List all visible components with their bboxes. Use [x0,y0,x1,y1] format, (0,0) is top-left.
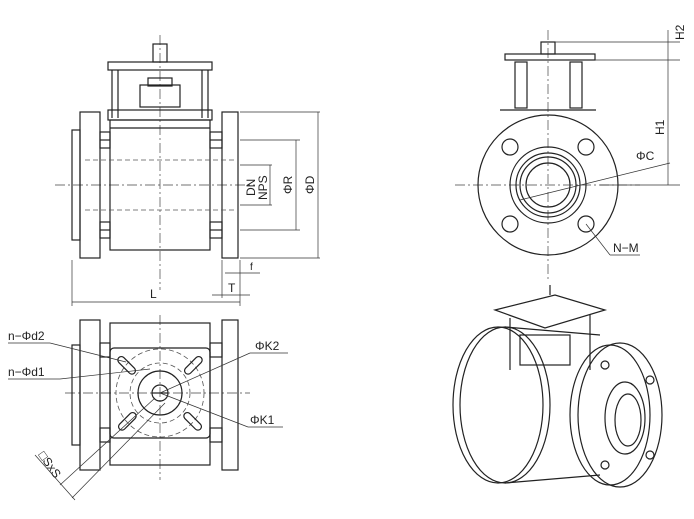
top-view: n−Φd2 n−Φd1 ΦK2 ΦK1 □SxS [8,315,288,501]
dim-L: L [150,287,157,301]
label-n-d1: n−Φd1 [8,365,45,379]
dim-T: T [228,281,236,295]
dim-f: f [250,262,253,273]
label-SxS: □SxS [36,449,64,481]
dim-NPS: NPS [256,175,270,200]
label-N-M: N−M [613,241,639,255]
dim-H2: H2 [673,24,687,40]
isometric-view [452,285,663,488]
dim-R: ΦR [281,175,295,194]
side-view: H2 H1 ΦC N−M [455,24,687,280]
dim-H1: H1 [653,119,667,135]
front-view: L T f DN NPS ΦR ΦD [55,35,320,306]
label-K1: ΦK1 [250,413,275,427]
dim-DN: DN [244,179,258,196]
label-K2: ΦK2 [255,339,280,353]
label-n-d2: n−Φd2 [8,329,45,343]
dim-D: ΦD [303,175,317,194]
dim-C: ΦC [636,149,655,163]
